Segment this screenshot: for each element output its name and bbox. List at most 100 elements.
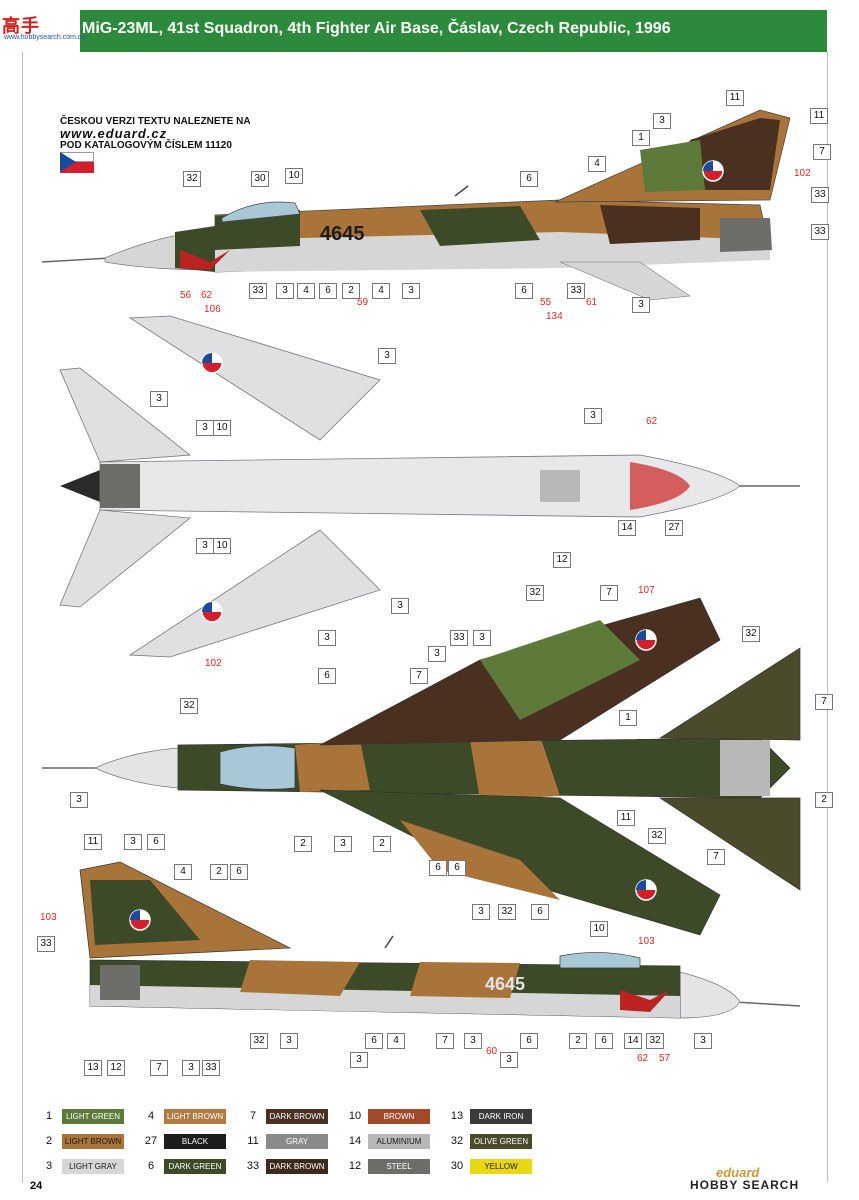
callout-red: 57 bbox=[659, 1053, 671, 1064]
legend-num: 10 bbox=[348, 1110, 362, 1122]
legend-swatch: DARK IRON bbox=[470, 1109, 532, 1124]
czech-note: ČESKOU VERZI TEXTU NALEZNETE NA www.edua… bbox=[60, 116, 251, 152]
callout-box: 4 bbox=[372, 283, 390, 299]
callout-box: 7 bbox=[600, 585, 618, 601]
callout-box: 3 bbox=[334, 836, 352, 852]
legend-num: 30 bbox=[450, 1160, 464, 1172]
callout-box: 7 bbox=[410, 668, 428, 684]
legend-swatch: DARK GREEN bbox=[164, 1159, 226, 1174]
callout-red: 102 bbox=[205, 658, 222, 669]
callout-red: 55 bbox=[540, 297, 552, 308]
callout-box: 3 bbox=[350, 1052, 368, 1068]
legend-swatch: OLIVE GREEN bbox=[470, 1134, 532, 1149]
legend-num: 1 bbox=[45, 1110, 53, 1122]
callout-box: 7 bbox=[436, 1033, 454, 1049]
callout-box: 3 bbox=[632, 297, 650, 313]
callout-red: 60 bbox=[486, 1046, 498, 1057]
callout-box: 4 bbox=[387, 1033, 405, 1049]
legend-swatch: YELLOW bbox=[470, 1159, 532, 1174]
callout-box: 32 bbox=[648, 828, 666, 844]
callout-box: 3 bbox=[464, 1033, 482, 1049]
eduard-brand-logo: eduard bbox=[716, 1165, 760, 1180]
callout-box: 6 bbox=[595, 1033, 613, 1049]
bottom-view bbox=[59, 315, 800, 658]
tail-code-bottom: 4645 bbox=[485, 974, 525, 994]
callout-box: 32 bbox=[180, 698, 198, 714]
legend-swatch: STEEL bbox=[368, 1159, 430, 1174]
callout-box: 7 bbox=[707, 849, 725, 865]
legend-swatch: DARK BROWN bbox=[266, 1109, 328, 1124]
callout-box: 30 bbox=[251, 171, 269, 187]
callout-box: 4 bbox=[174, 864, 192, 880]
callout-box: 6 bbox=[365, 1033, 383, 1049]
watermark: HOBBY SEARCH bbox=[690, 1178, 800, 1192]
callout-box: 3 bbox=[391, 598, 409, 614]
callout-box: 3 bbox=[584, 408, 602, 424]
callout-box: 11 bbox=[726, 90, 744, 106]
page-number: 24 bbox=[30, 1180, 43, 1192]
callout-box: 3 bbox=[694, 1033, 712, 1049]
callout-box: 6 bbox=[429, 860, 447, 876]
callout-box: 6 bbox=[319, 283, 337, 299]
callout-box: 32 bbox=[742, 626, 760, 642]
legend-swatch: LIGHT GREEN bbox=[62, 1109, 124, 1124]
note-url: www.eduard.cz bbox=[60, 126, 168, 141]
legend-num: 2 bbox=[45, 1135, 53, 1147]
callout-box: 1 bbox=[632, 130, 650, 146]
callout-box: 3 bbox=[70, 792, 88, 808]
legend-swatch: LIGHT BROWN bbox=[164, 1109, 226, 1124]
callout-box: 2 bbox=[569, 1033, 587, 1049]
legend-swatch: GRAY bbox=[266, 1134, 328, 1149]
callout-box: 12 bbox=[107, 1060, 125, 1076]
callout-box: 2 bbox=[294, 836, 312, 852]
legend-num: 3 bbox=[45, 1160, 53, 1172]
callout-box: 10 bbox=[213, 538, 231, 554]
callout-box: 3 bbox=[196, 538, 214, 554]
right-guide-line bbox=[827, 52, 828, 1182]
callout-box: 33 bbox=[567, 283, 585, 299]
page-title: MiG-23ML, 41st Squadron, 4th Fighter Air… bbox=[82, 20, 671, 37]
callout-box: 3 bbox=[196, 420, 214, 436]
callout-box: 33 bbox=[37, 936, 55, 952]
callout-box: 3 bbox=[473, 630, 491, 646]
callout-box: 3 bbox=[276, 283, 294, 299]
callout-red: 134 bbox=[546, 311, 563, 322]
callout-red: 59 bbox=[357, 297, 369, 308]
callout-box: 27 bbox=[665, 520, 683, 536]
side-view-right: 4645 bbox=[79, 861, 801, 1019]
callout-box: 14 bbox=[624, 1033, 642, 1049]
callout-box: 4 bbox=[588, 156, 606, 172]
callout-box: 6 bbox=[230, 864, 248, 880]
callout-box: 3 bbox=[318, 630, 336, 646]
callout-red: 62 bbox=[646, 416, 658, 427]
callout-box: 32 bbox=[183, 171, 201, 187]
side-view-left: 4645 bbox=[41, 109, 791, 301]
callout-box: 33 bbox=[202, 1060, 220, 1076]
callout-box: 10 bbox=[285, 168, 303, 184]
callout-box: 33 bbox=[811, 224, 829, 240]
legend-swatch: BLACK bbox=[164, 1134, 226, 1149]
callout-red: 106 bbox=[204, 304, 221, 315]
callout-box: 6 bbox=[520, 171, 538, 187]
callout-box: 6 bbox=[520, 1033, 538, 1049]
legend-num: 32 bbox=[450, 1135, 464, 1147]
callout-box: 33 bbox=[811, 187, 829, 203]
legend-num: 4 bbox=[147, 1110, 155, 1122]
czech-flag-icon bbox=[60, 152, 94, 173]
callout-red: 62 bbox=[637, 1053, 649, 1064]
callout-box: 1 bbox=[619, 710, 637, 726]
legend-num: 33 bbox=[246, 1160, 260, 1172]
legend-swatch: BROWN bbox=[368, 1109, 430, 1124]
callout-box: 3 bbox=[182, 1060, 200, 1076]
callout-box: 2 bbox=[815, 792, 833, 808]
site-logo: 高手 www.hobbysearch.com.cn bbox=[0, 10, 85, 54]
legend-num: 27 bbox=[144, 1135, 158, 1147]
callout-box: 3 bbox=[428, 646, 446, 662]
legend-num: 14 bbox=[348, 1135, 362, 1147]
callout-box: 3 bbox=[472, 904, 490, 920]
callout-box: 3 bbox=[124, 834, 142, 850]
callout-box: 2 bbox=[210, 864, 228, 880]
callout-box: 13 bbox=[84, 1060, 102, 1076]
callout-red: 102 bbox=[794, 168, 811, 179]
